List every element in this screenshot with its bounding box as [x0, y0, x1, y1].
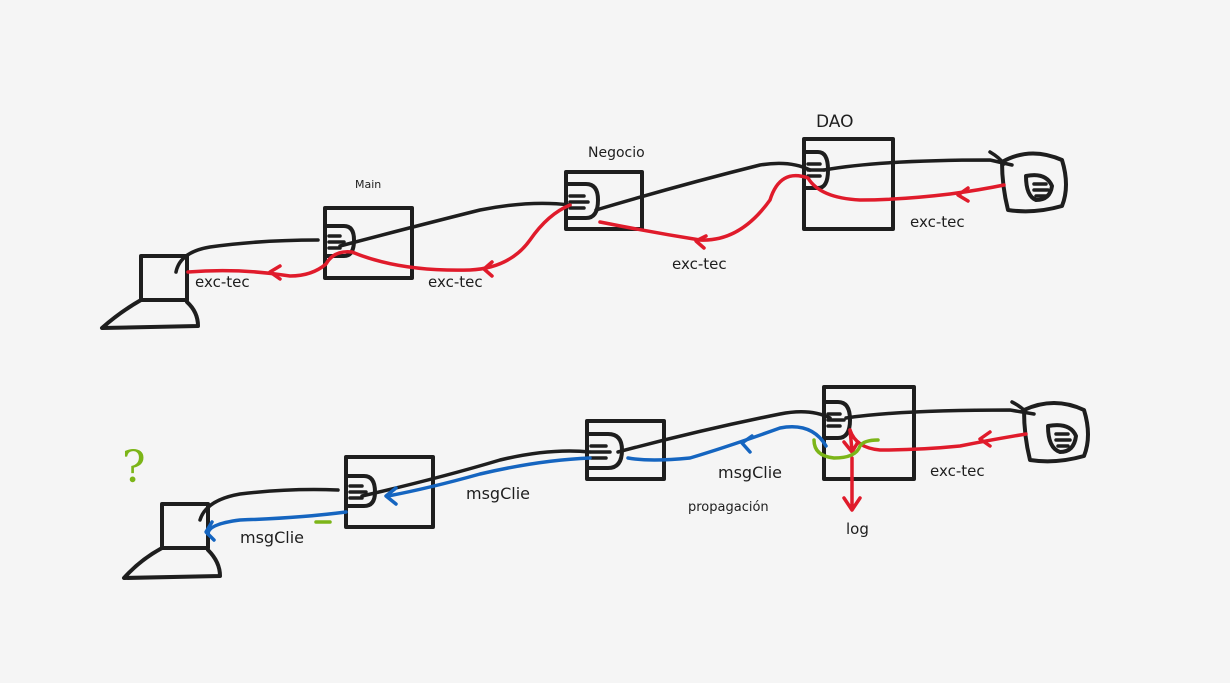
dao-box [802, 137, 895, 231]
main-label: Main [355, 178, 381, 191]
exc-label-1: exc-tec [910, 213, 965, 231]
log-arrow [842, 428, 862, 512]
database-icon [1022, 401, 1090, 464]
msg-label-2: msgClie [466, 484, 530, 503]
bottom-flow: ? [122, 385, 1090, 580]
exc-label-2: exc-tec [672, 255, 727, 273]
main-box [323, 206, 414, 280]
bottom-connection-wire [198, 400, 1036, 522]
dao-label: DAO [816, 112, 854, 132]
arrow-head-3 [482, 260, 494, 278]
question-mark: ? [122, 442, 146, 493]
client-message-path [206, 425, 828, 536]
arrow-head-8 [204, 520, 216, 542]
arrow-head-7 [384, 486, 398, 506]
negocio-box [564, 170, 644, 231]
exc-label-4: exc-tec [195, 273, 250, 291]
catch-handler [812, 438, 880, 460]
dao-box [822, 385, 916, 481]
client-computer-icon [100, 254, 200, 330]
top-flow: Main Negocio DAO exc-tec [100, 112, 1068, 330]
arrow-head-2 [694, 234, 708, 250]
arrow-head-5 [978, 430, 992, 448]
arrow-head-1 [956, 186, 970, 203]
client-computer-icon [122, 502, 222, 580]
top-exception-path [186, 173, 1006, 278]
msg-label-3: msgClie [240, 528, 304, 547]
msg-label-1: msgClie [718, 463, 782, 482]
database-icon [1000, 151, 1068, 214]
exc-label-5: exc-tec [930, 462, 985, 480]
arrow-head-4 [268, 264, 282, 281]
log-label: log [846, 520, 869, 538]
top-connection-wire [174, 150, 1014, 274]
exc-label-3: exc-tec [428, 273, 483, 291]
negocio-label: Negocio [588, 145, 645, 161]
propagacion-label: propagación [688, 500, 769, 515]
arrow-head-6 [740, 434, 754, 454]
